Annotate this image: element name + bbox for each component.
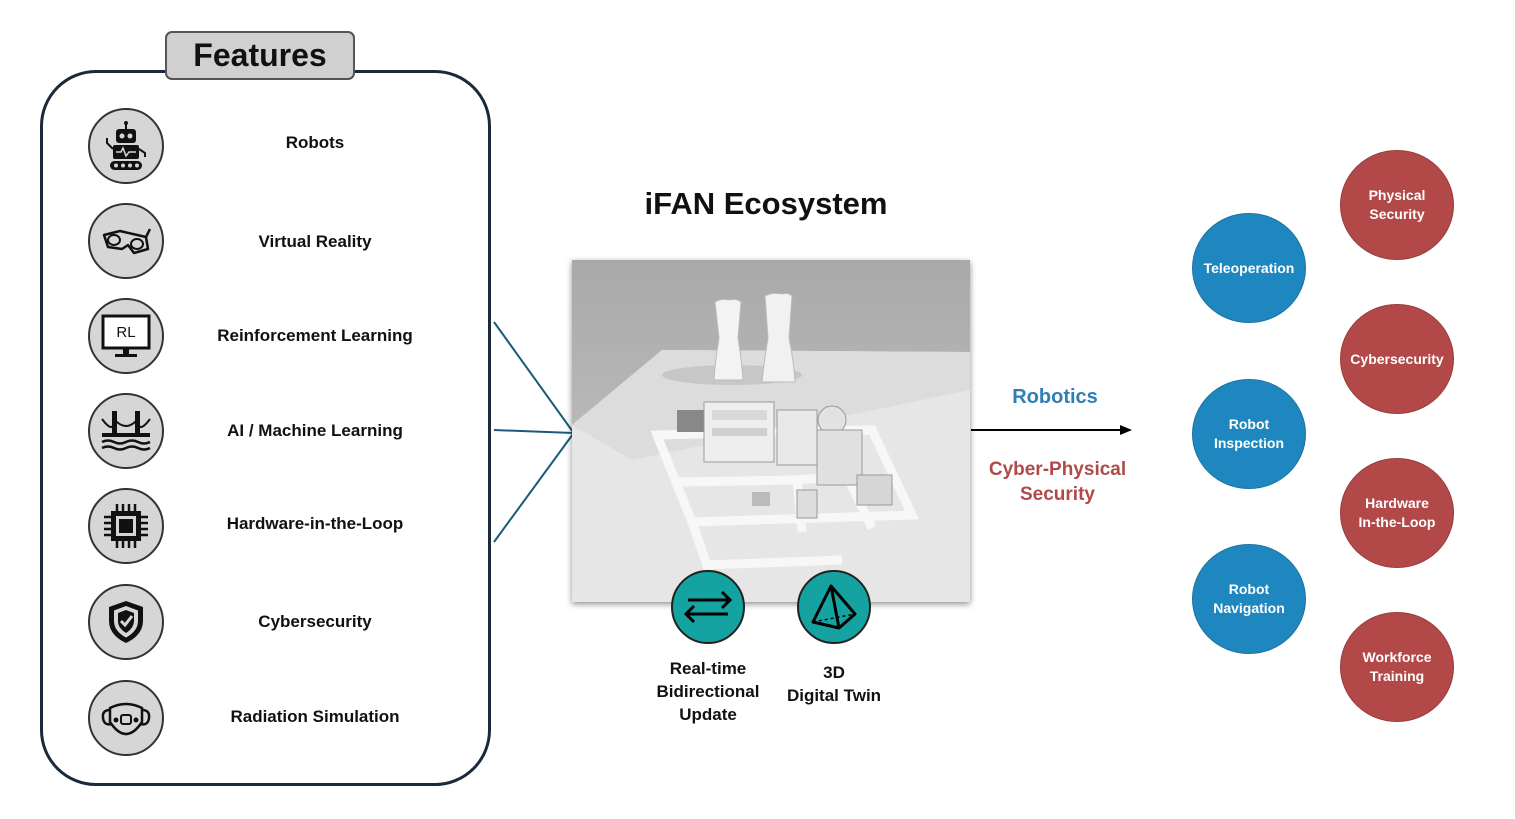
shield-check-icon [88,584,164,660]
feature-reinforcement-learning: Reinforcement Learning [217,326,413,345]
mask-icon [88,680,164,756]
cybersecurity-bubble: Cybersecurity [1340,304,1454,414]
feature-radiation-simulation: Radiation Simulation [230,707,400,726]
bidirectional-arrows-icon [671,570,745,644]
monitor-rl-icon: RL [88,298,164,374]
robotics-label: Robotics [1012,386,1098,408]
feature-cybersecurity: Cybersecurity [258,612,372,631]
realtime-update-label: Real-time Bidirectional Update [656,659,760,724]
monitor-rl-text: RL [116,324,135,341]
teleoperation-bubble: Teleoperation [1192,213,1306,323]
nuclear-plant-image [572,260,970,602]
feature-robots: Robots [285,133,345,152]
bridge-icon [88,393,164,469]
feature-ai-ml: AI / Machine Learning [227,421,403,440]
feature-virtual-reality: Virtual Reality [258,232,372,251]
vr-glasses-icon [88,203,164,279]
chip-icon [88,488,164,564]
features-title: Features [165,31,355,80]
cyber-physical-security-label: Cyber-Physical Security [988,459,1127,505]
ecosystem-title: iFAN Ecosystem [644,186,888,221]
robot-icon [88,108,164,184]
pyramid-3d-icon [797,570,871,644]
digital-twin-label: 3D Digital Twin [786,663,882,705]
feature-hil: Hardware-in-the-Loop [226,514,404,533]
